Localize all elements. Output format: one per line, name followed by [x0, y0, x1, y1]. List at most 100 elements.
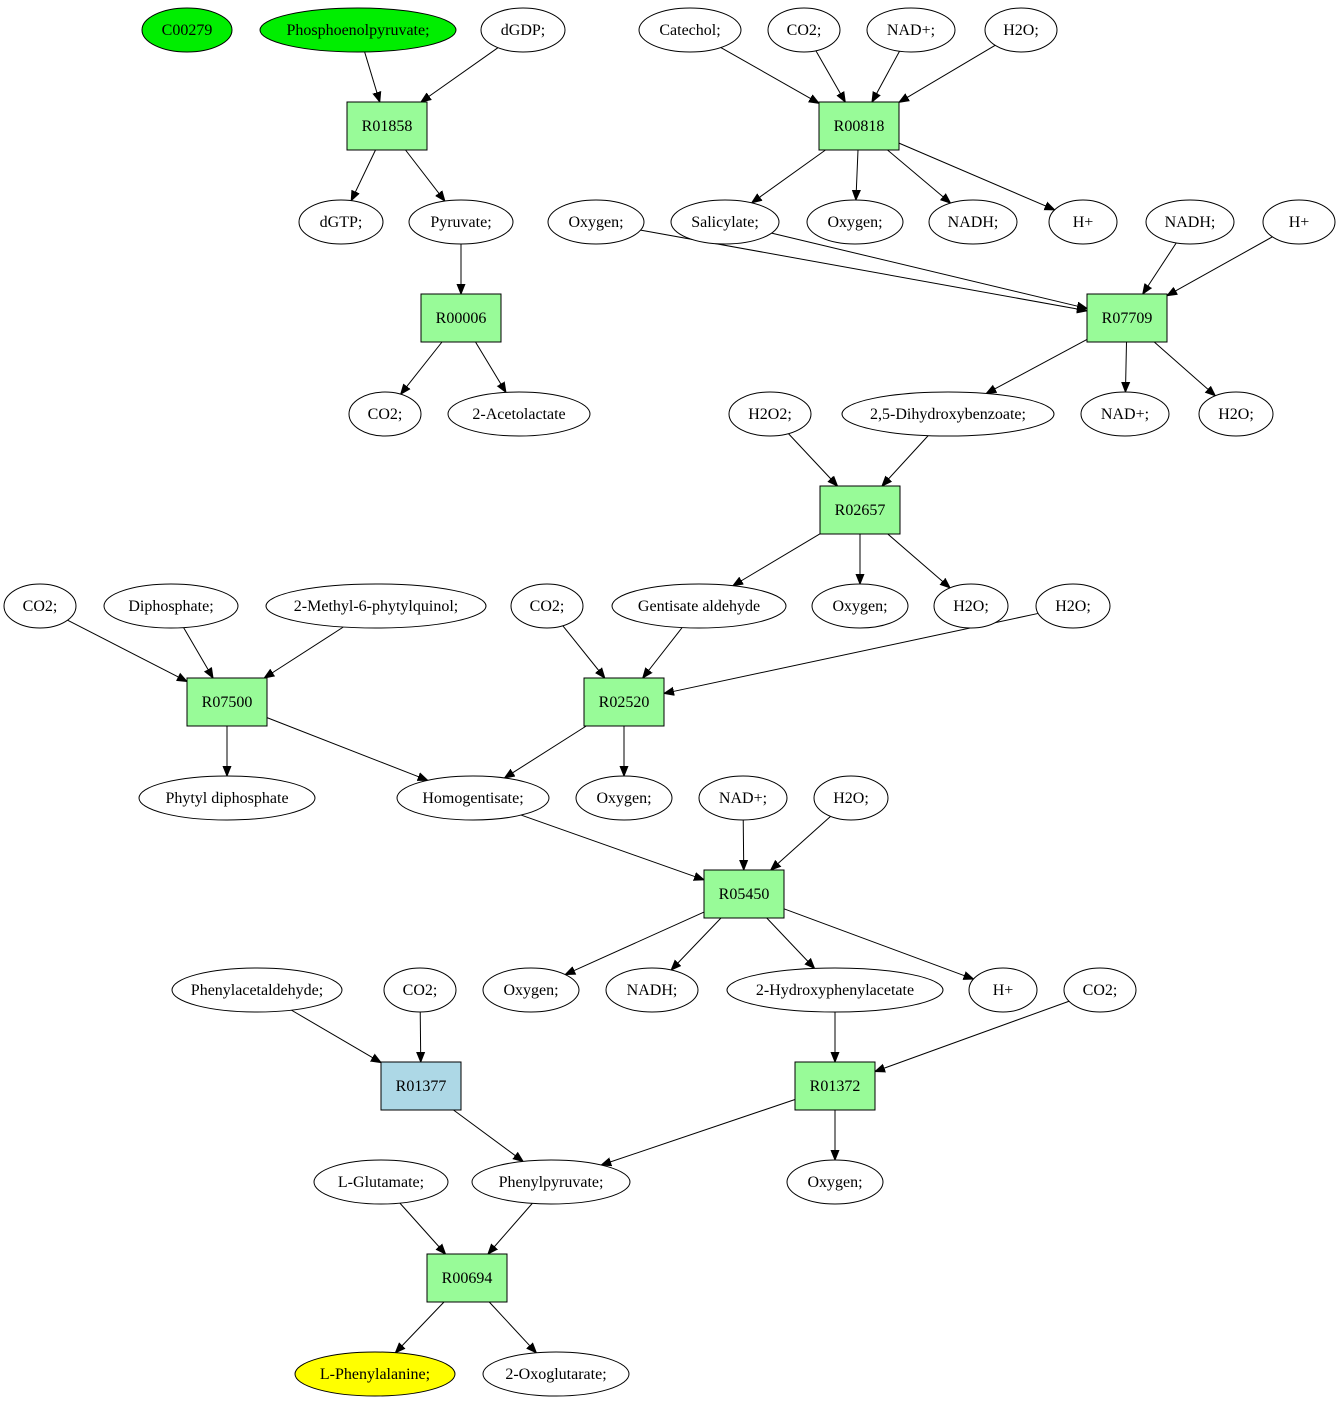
- compound-node-h2o[interactable]: H2O;: [984, 7, 1058, 53]
- compound-node-co2[interactable]: CO2;: [348, 391, 422, 437]
- reaction-node-r07709[interactable]: R07709: [1086, 293, 1168, 343]
- edge-h2o-to-r00818: [899, 44, 996, 102]
- compound-node-2-5-dihydroxybenzoate[interactable]: 2,5-Dihydroxybenzoate;: [841, 391, 1055, 437]
- compound-node-oxygen[interactable]: Oxygen;: [786, 1159, 884, 1205]
- node-label: Phenylacetaldehyde;: [191, 982, 323, 999]
- compound-node-h2o2[interactable]: H2O2;: [728, 391, 812, 437]
- reaction-node-r00694[interactable]: R00694: [426, 1253, 508, 1303]
- node-label: L-Phenylalanine;: [320, 1366, 430, 1383]
- node-label: 2-Hydroxyphenylacetate: [756, 982, 914, 999]
- compound-node-h2o[interactable]: H2O;: [1035, 583, 1111, 629]
- compound-node-dgdp[interactable]: dGDP;: [480, 7, 566, 53]
- compound-node-h2o[interactable]: H2O;: [813, 775, 889, 821]
- reaction-node-r02520[interactable]: R02520: [583, 677, 665, 727]
- compound-node-oxygen[interactable]: Oxygen;: [575, 775, 673, 821]
- reaction-node-r01372[interactable]: R01372: [794, 1061, 876, 1111]
- compound-node-oxygen[interactable]: Oxygen;: [482, 967, 580, 1013]
- compound-node-2-methyl-6-phytylquinol[interactable]: 2-Methyl-6-phytylquinol;: [265, 583, 487, 629]
- reaction-node-r00818[interactable]: R00818: [818, 101, 900, 151]
- reaction-node-r01377[interactable]: R01377: [380, 1061, 462, 1111]
- node-label: L-Glutamate;: [338, 1174, 424, 1191]
- compound-ellipse: [813, 775, 889, 821]
- node-label: Gentisate aldehyde: [638, 598, 760, 615]
- node-label: 2-Acetolactate: [472, 406, 565, 423]
- compound-node-oxygen[interactable]: Oxygen;: [811, 583, 909, 629]
- edge-r05450-to-h: [783, 908, 973, 979]
- node-label: Phytyl diphosphate: [165, 790, 288, 807]
- compound-ellipse: [1262, 199, 1336, 245]
- edge-phenylpyruvate-to-r00694: [488, 1203, 533, 1254]
- edge-r01377-to-phenylpyruvate: [453, 1109, 524, 1161]
- compound-ellipse: [348, 391, 422, 437]
- reaction-node-r00006[interactable]: R00006: [420, 293, 502, 343]
- compound-node-nadh[interactable]: NADH;: [1145, 199, 1235, 245]
- compound-node-co2[interactable]: CO2;: [1063, 967, 1137, 1013]
- edge-gentisate-aldehyde-to-r02520: [643, 627, 683, 678]
- compound-node-phytyl-diphosphate[interactable]: Phytyl diphosphate: [138, 775, 316, 821]
- compound-node-h2o[interactable]: H2O;: [1198, 391, 1274, 437]
- reaction-node-r02657[interactable]: R02657: [819, 485, 901, 535]
- node-label: H2O;: [1003, 22, 1039, 39]
- node-label: Salicylate;: [691, 214, 759, 231]
- compound-ellipse: [396, 775, 550, 821]
- compound-node-phenylacetaldehyde[interactable]: Phenylacetaldehyde;: [171, 967, 343, 1013]
- node-label: Oxygen;: [568, 214, 623, 231]
- compound-node-2-hydroxyphenylacetate[interactable]: 2-Hydroxyphenylacetate: [726, 967, 944, 1013]
- compound-ellipse: [1145, 199, 1235, 245]
- reaction-node-r07500[interactable]: R07500: [186, 677, 268, 727]
- compound-node-diphosphate[interactable]: Diphosphate;: [103, 583, 239, 629]
- reaction-box: [420, 293, 502, 343]
- edge-co2-to-r01372: [875, 1000, 1070, 1071]
- compound-node-pyruvate[interactable]: Pyruvate;: [408, 199, 514, 245]
- node-label: NAD+;: [1101, 406, 1149, 423]
- compound-node-l-phenylalanine[interactable]: L-Phenylalanine;: [294, 1351, 456, 1397]
- edges-layer: [67, 44, 1273, 1352]
- compound-node-nad[interactable]: NAD+;: [1080, 391, 1170, 437]
- compound-node-catechol[interactable]: Catechol;: [638, 7, 742, 53]
- edge-r00006-to-2-acetolactate: [475, 341, 506, 392]
- compound-node-h[interactable]: H+: [1048, 199, 1118, 245]
- edge-phenylacetaldehyde-to-r01377: [291, 1009, 381, 1062]
- compound-ellipse: [1048, 199, 1118, 245]
- compound-node-co2[interactable]: CO2;: [383, 967, 457, 1013]
- compound-ellipse: [547, 199, 645, 245]
- compound-node-h[interactable]: H+: [1262, 199, 1336, 245]
- compound-node-phenylpyruvate[interactable]: Phenylpyruvate;: [471, 1159, 631, 1205]
- reaction-box: [426, 1253, 508, 1303]
- edge-r07709-to-nad: [1125, 341, 1126, 392]
- compound-node-nadh[interactable]: NADH;: [605, 967, 699, 1013]
- compound-ellipse: [1198, 391, 1274, 437]
- node-label: H2O;: [1218, 406, 1254, 423]
- node-label: dGDP;: [501, 22, 545, 39]
- compound-node-nad[interactable]: NAD+;: [866, 7, 956, 53]
- edge-r05450-to-nadh: [671, 917, 722, 970]
- reaction-node-r05450[interactable]: R05450: [703, 869, 785, 919]
- edge-l-glutamate-to-r00694: [399, 1202, 446, 1254]
- compound-node-co2[interactable]: CO2;: [3, 583, 77, 629]
- compound-node-c00279[interactable]: C00279: [141, 7, 233, 53]
- compound-node-2-oxoglutarate[interactable]: 2-Oxoglutarate;: [482, 1351, 630, 1397]
- node-label: R01377: [396, 1078, 447, 1095]
- compound-node-salicylate[interactable]: Salicylate;: [670, 199, 780, 245]
- compound-node-gentisate-aldehyde[interactable]: Gentisate aldehyde: [611, 583, 787, 629]
- compound-node-homogentisate[interactable]: Homogentisate;: [396, 775, 550, 821]
- compound-node-dgtp[interactable]: dGTP;: [298, 199, 384, 245]
- compound-node-nad[interactable]: NAD+;: [698, 775, 788, 821]
- compound-ellipse: [605, 967, 699, 1013]
- compound-node-2-acetolactate[interactable]: 2-Acetolactate: [447, 391, 591, 437]
- compound-ellipse: [841, 391, 1055, 437]
- reaction-node-r01858[interactable]: R01858: [346, 101, 428, 151]
- compound-node-l-glutamate[interactable]: L-Glutamate;: [313, 1159, 449, 1205]
- compound-node-h2o[interactable]: H2O;: [933, 583, 1009, 629]
- compound-node-co2[interactable]: CO2;: [767, 7, 841, 53]
- compound-node-oxygen[interactable]: Oxygen;: [547, 199, 645, 245]
- compound-node-h[interactable]: H+: [968, 967, 1038, 1013]
- compound-node-oxygen[interactable]: Oxygen;: [806, 199, 904, 245]
- edge-r07709-to-2-5-dihydroxybenzoate: [986, 339, 1088, 393]
- reaction-box: [703, 869, 785, 919]
- edge-h2o-to-r05450: [771, 815, 831, 870]
- compound-node-phosphoenolpyruvate[interactable]: Phosphoenolpyruvate;: [259, 7, 457, 53]
- compound-node-co2[interactable]: CO2;: [510, 583, 584, 629]
- compound-node-nadh[interactable]: NADH;: [928, 199, 1018, 245]
- node-label: Oxygen;: [807, 1174, 862, 1191]
